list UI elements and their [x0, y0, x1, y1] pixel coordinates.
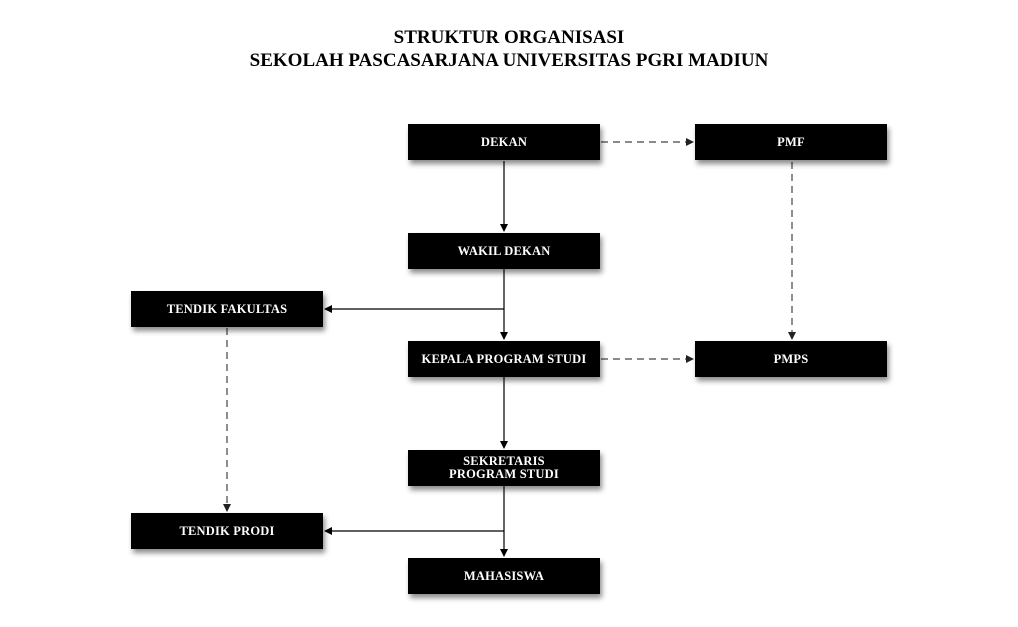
node-dekan: DEKAN: [408, 124, 600, 160]
node-kepala-program-studi: KEPALA PROGRAM STUDI: [408, 341, 600, 377]
chart-title-line-2: SEKOLAH PASCASARJANA UNIVERSITAS PGRI MA…: [249, 50, 769, 71]
node-wakil-dekan: WAKIL DEKAN: [408, 233, 600, 269]
node-tendik-fakultas: TENDIK FAKULTAS: [131, 291, 323, 327]
node-sekretaris-program-studi: SEKRETARIS PROGRAM STUDI: [408, 450, 600, 486]
chart-title-line-1: STRUKTUR ORGANISASI: [393, 27, 625, 48]
node-pmf: PMF: [695, 124, 887, 160]
node-mahasiswa: MAHASISWA: [408, 558, 600, 594]
node-pmps: PMPS: [695, 341, 887, 377]
node-tendik-prodi: TENDIK PRODI: [131, 513, 323, 549]
